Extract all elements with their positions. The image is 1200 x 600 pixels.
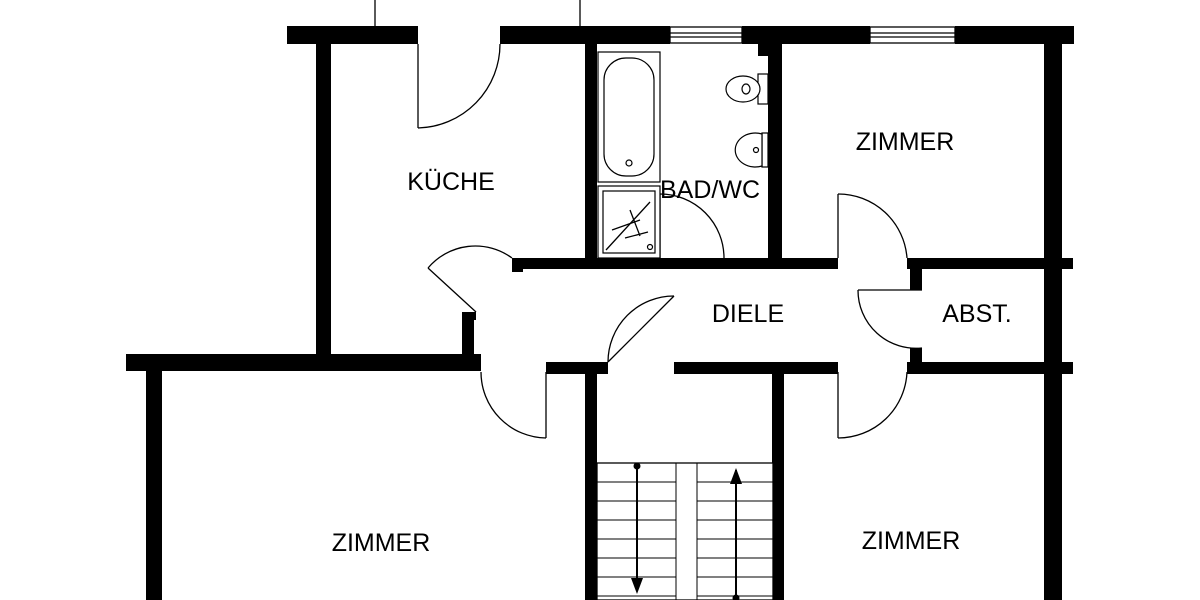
stairs [596, 462, 774, 600]
windows [669, 26, 956, 44]
label-bath: BAD/WC [660, 176, 760, 204]
sink-icon [734, 132, 769, 168]
bathtub-icon [597, 51, 661, 183]
room-labels: KÜCHE BAD/WC ZIMMER DIELE ABST. ZIMMER Z… [332, 128, 1012, 557]
label-kitchen: KÜCHE [407, 168, 495, 196]
shower-icon [597, 185, 661, 259]
doors [374, 0, 923, 439]
toilet-icon [725, 73, 769, 105]
label-hall: DIELE [712, 300, 784, 328]
label-storage: ABST. [942, 300, 1011, 328]
walls [126, 26, 1074, 600]
label-room-bottom-left: ZIMMER [332, 529, 431, 557]
label-room-bottom-right: ZIMMER [862, 527, 961, 555]
label-room-top-right: ZIMMER [856, 128, 955, 156]
